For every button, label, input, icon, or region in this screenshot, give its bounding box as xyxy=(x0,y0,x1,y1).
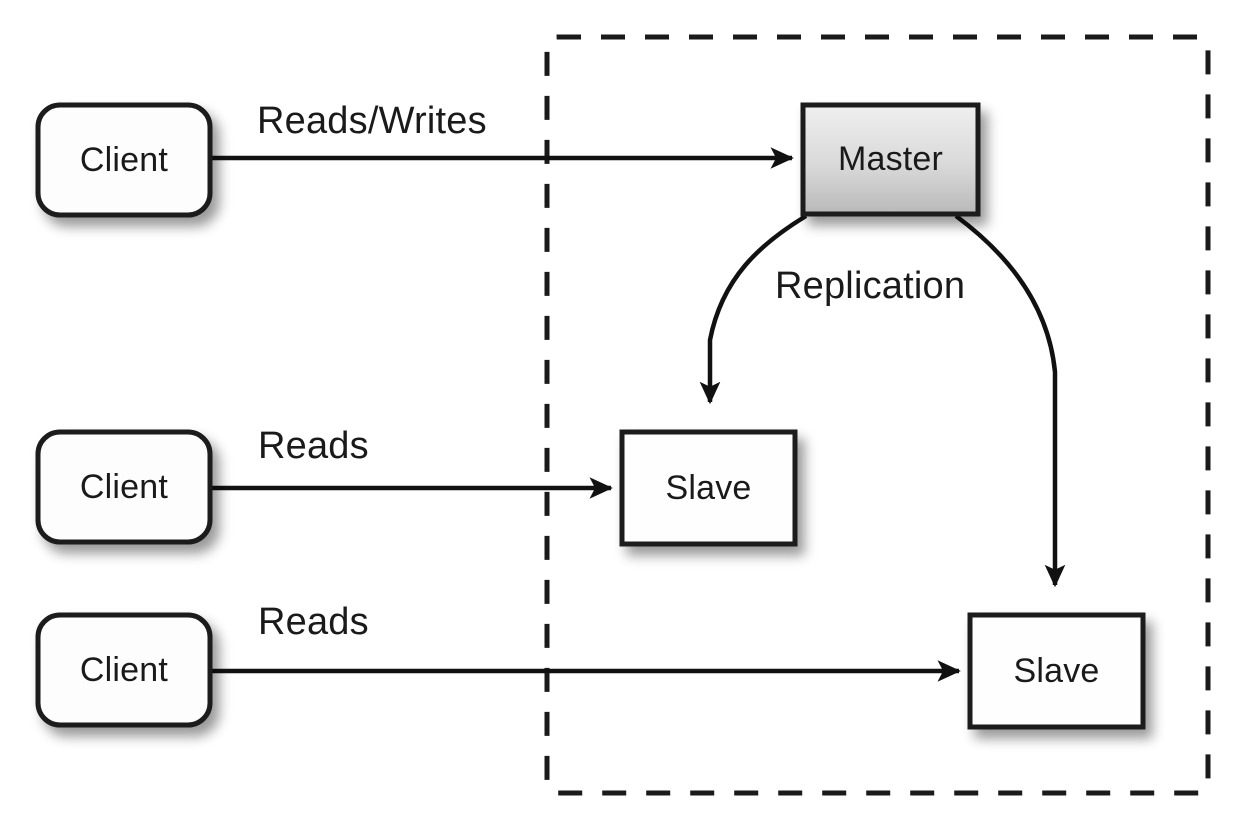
node-slave-1[interactable] xyxy=(619,429,798,547)
node-client-3[interactable] xyxy=(35,612,213,728)
edge-label-replication: Replication xyxy=(775,265,966,307)
edge-master-slave2 xyxy=(954,214,1066,588)
database-cluster-boundary xyxy=(544,34,1211,796)
node-client-1[interactable] xyxy=(35,102,213,218)
node-master[interactable] xyxy=(800,102,981,217)
edge-label-reads-writes: Reads/Writes xyxy=(257,100,487,142)
node-client-2[interactable] xyxy=(35,429,213,545)
node-slave-2[interactable] xyxy=(967,612,1146,730)
edge-master-slave1 xyxy=(699,214,808,405)
edge-label-reads-slave-2: Reads xyxy=(258,601,369,643)
edge-label-reads-slave-1: Reads xyxy=(258,425,369,467)
